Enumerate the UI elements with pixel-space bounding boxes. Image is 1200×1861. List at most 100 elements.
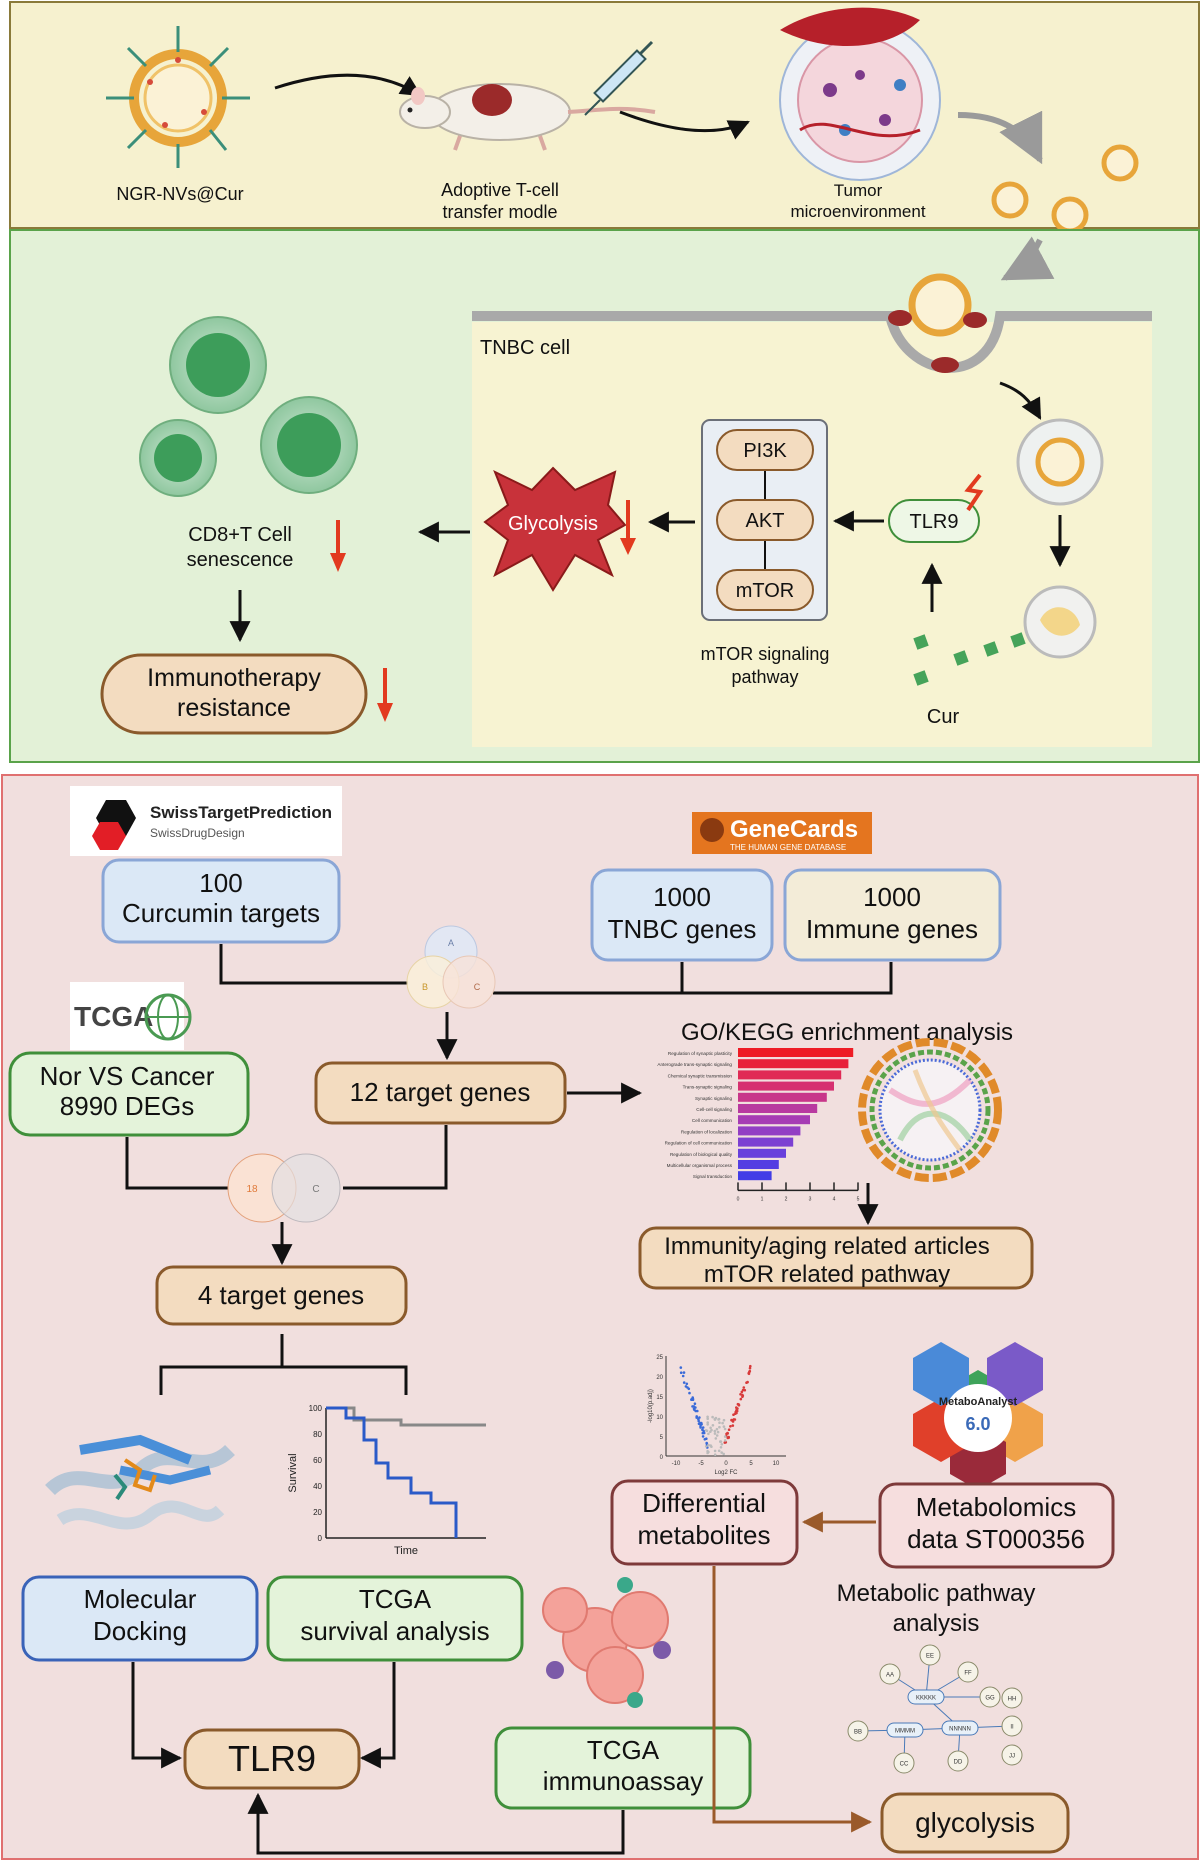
genecards-dna-icon [700,818,724,842]
pathway-node [957,1661,979,1683]
volcano-point [718,1421,721,1424]
enrichment-term-label: Regulation of cell communication [665,1141,733,1146]
enrichment-tick-label: 5 [857,1196,860,1202]
volcano-point [697,1419,700,1423]
volcano-point [714,1437,718,1440]
survival-tick-label: 40 [313,1482,322,1491]
volcano-point [741,1395,744,1399]
volcano-point [709,1444,712,1447]
akt-node [716,499,814,541]
pathway-node [879,1663,901,1685]
volcano-point [713,1417,717,1421]
volcano-y-tick: 5 [660,1435,664,1441]
swiss-title: SwissTargetPrediction [150,803,332,822]
volcano-y-label: -log10(p.adj) [648,1389,654,1423]
pathway-node-label: DD [954,1760,963,1766]
venn1-c-label: C [474,982,481,992]
volcano-point [722,1452,725,1456]
arrow-diffmet-to-glycolysis [712,1566,873,1833]
volcano-point [705,1429,709,1433]
volcano-point [704,1445,708,1448]
down-arrow-glycolysis-icon [620,500,636,555]
volcano-point [679,1371,683,1374]
enrichment-term-label: Cell-cell signaling [696,1107,732,1112]
chord-diagram-icon [858,1038,1002,1182]
cd8-label-line1: CD8+T Cell [188,524,292,546]
workflow-panel: SwissTargetPrediction SwissDrugDesign Ge… [1,774,1199,1860]
enrichment-tick-label: 0 [737,1196,740,1202]
volcano-point [748,1366,752,1370]
volcano-point [720,1451,723,1454]
metabolic-pathway-line1: Metabolic pathway [837,1580,1036,1607]
cur-label: Cur [927,706,960,728]
pathway-node [847,1720,869,1742]
arrow-to-tumor [619,110,750,140]
curcumin-dots-icon [913,632,1026,686]
volcano-point [701,1435,705,1438]
volcano-point [719,1440,722,1443]
immune-label: Immune genes [806,914,978,944]
volcano-point [711,1415,714,1419]
enrichment-bar [738,1148,786,1158]
volcano-point [682,1371,686,1374]
enrichment-bar [738,1160,779,1169]
pi3k-node [716,429,814,471]
pathway-node [893,1752,915,1774]
genecards-subtitle: THE HUMAN GENE DATABASE [730,843,846,852]
enrichment-bar [738,1059,849,1069]
mtor-node [716,569,814,611]
vesicle-binding-icon [888,273,987,373]
volcano-point [715,1427,719,1431]
volcano-point [695,1415,698,1418]
enrichment-tick-label: 4 [833,1196,836,1202]
metaboanalyst-title: MetaboAnalyst [939,1396,1018,1408]
nanovesicle-icon [106,26,250,168]
volcano-point [702,1431,706,1435]
immunotherapy-resistance-box [100,653,368,735]
volcano-x-tick: -10 [672,1461,681,1467]
metabolomics-data-box [878,1482,1115,1569]
volcano-point [727,1428,731,1431]
volcano-y-tick: 20 [656,1375,663,1381]
lightning-icon [964,473,984,512]
survival-tick-label: 0 [318,1534,323,1543]
volcano-x-tick: 0 [724,1461,728,1467]
docking-label-line2: Docking [93,1616,187,1646]
volcano-point [733,1418,737,1421]
immune-count: 1000 [863,882,921,912]
immune-genes-box [783,868,1002,962]
venn-diagram-1: A B C [406,925,496,1009]
volcano-point [711,1424,715,1427]
volcano-point [723,1435,727,1438]
survival-tick-label: 60 [313,1456,322,1465]
volcano-point [716,1430,720,1434]
cd8-label-line2: senescence [187,549,294,571]
volcano-point [685,1382,689,1386]
pathway-node [941,1720,979,1736]
connector-12genes [343,1125,448,1190]
enrichment-bar [738,1104,818,1113]
twelve-target-genes-box [314,1061,567,1125]
enrichment-term-label: Chemical synaptic transmission [668,1073,733,1078]
tlr9-result-box [183,1728,361,1790]
volcano-point [737,1404,741,1407]
volcano-point [706,1421,709,1424]
immunoassay-line2: immunoassay [543,1766,703,1796]
swiss-logo-icon [92,800,136,850]
volcano-x-tick: -5 [698,1461,704,1467]
four-target-genes-box [155,1265,408,1326]
model-label-line1: Adoptive T-cell [441,180,559,200]
enrichment-title: GO/KEGG enrichment analysis [681,1019,1013,1046]
volcano-point [722,1418,726,1422]
pathway-node [886,1722,924,1738]
tcga-survival-box [266,1575,524,1662]
arrow-immunoassay-to-tlr9 [247,1792,625,1855]
enrichment-tick-label: 2 [785,1196,788,1202]
resistance-label-line2: resistance [177,694,291,722]
volcano-point [699,1424,702,1428]
survival-curve-gray [326,1406,486,1427]
volcano-point [705,1437,708,1440]
volcano-point [748,1369,752,1373]
volcano-point [739,1397,743,1401]
